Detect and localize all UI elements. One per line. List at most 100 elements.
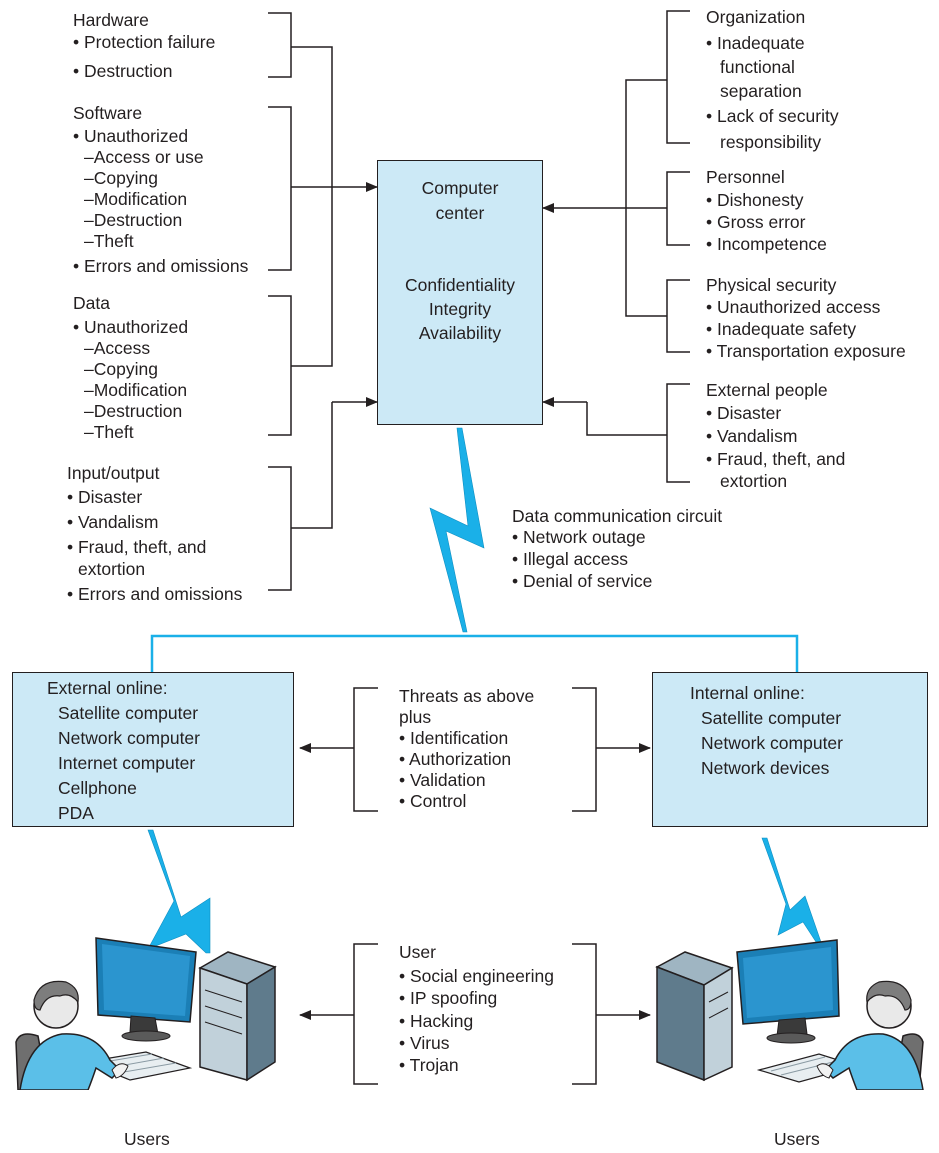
external-online-item: Internet computer	[58, 753, 196, 773]
external-people-item: • Fraud, theft, and	[706, 449, 846, 469]
software-item: • Errors and omissions	[73, 256, 249, 276]
lightning-bolt-left-icon	[147, 829, 211, 954]
bracket-organization	[666, 10, 690, 144]
bracket-software	[268, 106, 292, 271]
software-item: –Modification	[84, 189, 188, 209]
users-right-illustration	[655, 939, 924, 1090]
connector-right	[625, 79, 667, 317]
network-line	[150, 634, 799, 672]
bracket-external	[666, 383, 690, 483]
software-item: –Theft	[84, 231, 134, 251]
internal-online-title: Internal online:	[690, 683, 805, 703]
monitor-icon	[736, 939, 840, 1044]
organization-item: responsibility	[720, 132, 822, 152]
data-comm-title: Data communication circuit	[512, 506, 723, 526]
personnel-title: Personnel	[706, 167, 785, 187]
internal-online-box	[652, 672, 928, 827]
lightning-bolt-main-icon	[429, 427, 485, 633]
middle-threats-line: Threats as above	[399, 686, 535, 706]
middle-threats-line: • Validation	[399, 770, 486, 790]
organization-title: Organization	[706, 7, 806, 27]
io-item: extortion	[78, 559, 146, 579]
user-threats-line: User	[399, 942, 436, 962]
users-left-label: Users	[124, 1129, 170, 1149]
software-item: –Destruction	[84, 210, 183, 230]
connector-hsd	[291, 46, 333, 367]
io-item: • Disaster	[67, 487, 143, 507]
software-item: • Unauthorized	[73, 126, 189, 146]
connector-io	[291, 402, 333, 529]
organization-item: • Inadequate	[706, 33, 805, 53]
physical-item: • Inadequate safety	[706, 319, 857, 339]
external-online-box	[12, 672, 294, 827]
user-threats-line: • IP spoofing	[399, 988, 498, 1008]
security-goal: Confidentiality	[405, 275, 515, 295]
data-item: • Unauthorized	[73, 317, 189, 337]
external-online-item: Network computer	[58, 728, 200, 748]
physical-title: Physical security	[706, 275, 837, 295]
bracket-user-left	[353, 943, 378, 1085]
bracket-middle-left	[353, 687, 378, 812]
data-comm-item: • Denial of service	[512, 571, 653, 591]
software-title: Software	[73, 103, 143, 123]
internal-online-item: Network computer	[701, 733, 843, 753]
data-item: –Destruction	[84, 401, 183, 421]
monitor-icon	[95, 937, 197, 1042]
connector-external	[586, 402, 667, 436]
data-item: –Theft	[84, 422, 134, 442]
personnel-item: • Dishonesty	[706, 190, 804, 210]
external-people-item: extortion	[720, 471, 788, 491]
keyboard-icon	[83, 1051, 193, 1081]
data-comm-item: • Network outage	[512, 527, 646, 547]
external-online-item: Cellphone	[58, 778, 137, 798]
computer-tower-icon	[198, 951, 277, 1082]
user-threats-line: • Trojan	[399, 1055, 459, 1075]
io-title: Input/output	[67, 463, 160, 483]
internal-online-item: Satellite computer	[701, 708, 842, 728]
io-item: • Vandalism	[67, 512, 159, 532]
security-goal: Availability	[418, 323, 502, 343]
physical-item: • Transportation exposure	[706, 341, 906, 361]
computer-center-label: Computer	[421, 178, 499, 198]
hardware-item: • Protection failure	[73, 32, 216, 52]
middle-threats-line: • Authorization	[399, 749, 512, 769]
person-icon	[19, 980, 129, 1090]
personnel-item: • Incompetence	[706, 234, 827, 254]
external-online-title: External online:	[47, 678, 168, 698]
hardware-item: • Destruction	[73, 61, 173, 81]
data-item: –Access	[84, 338, 151, 358]
security-goal: Integrity	[428, 299, 492, 319]
lightning-bolt-right-icon	[761, 837, 823, 946]
organization-item: separation	[720, 81, 802, 101]
organization-item: functional	[720, 57, 795, 77]
external-people-title: External people	[706, 380, 828, 400]
external-people-item: • Disaster	[706, 403, 782, 423]
middle-threats-line: plus	[399, 707, 432, 727]
io-item: • Fraud, theft, and	[67, 537, 207, 557]
user-threats-line: • Social engineering	[399, 966, 554, 986]
users-left-illustration	[15, 937, 277, 1090]
external-people-item: • Vandalism	[706, 426, 798, 446]
organization-item: • Lack of security	[706, 106, 839, 126]
physical-item: • Unauthorized access	[706, 297, 881, 317]
hardware-title: Hardware	[73, 10, 149, 30]
bracket-hardware	[268, 12, 292, 78]
middle-threats-line: • Identification	[399, 728, 509, 748]
user-threats-line: • Hacking	[399, 1011, 474, 1031]
users-right-label: Users	[774, 1129, 820, 1149]
io-item: • Errors and omissions	[67, 584, 243, 604]
external-online-item: Satellite computer	[58, 703, 199, 723]
bracket-user-right	[572, 943, 597, 1085]
external-online-item: PDA	[58, 803, 94, 823]
data-comm-item: • Illegal access	[512, 549, 629, 569]
bracket-middle-right	[572, 687, 597, 812]
data-item: –Modification	[84, 380, 188, 400]
computer-tower-icon	[655, 951, 734, 1082]
user-threats-line: • Virus	[399, 1033, 450, 1053]
internal-online-item: Network devices	[701, 758, 830, 778]
middle-threats-line: • Control	[399, 791, 467, 811]
computer-center-label: center	[435, 203, 485, 223]
software-item: –Access or use	[84, 147, 204, 167]
